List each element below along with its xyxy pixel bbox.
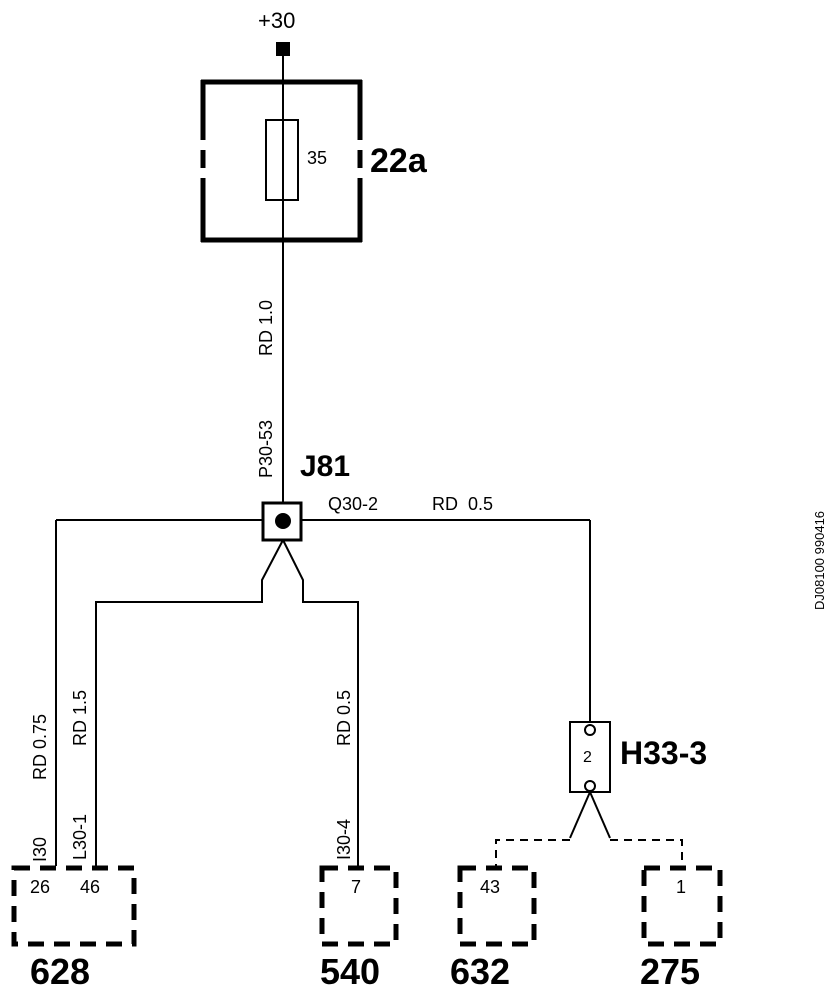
splice-pin-top bbox=[584, 724, 596, 736]
left-outer-code: I30 bbox=[30, 837, 50, 862]
main-wire-color: RD 1.0 bbox=[256, 300, 276, 356]
connector-540-id: 540 bbox=[320, 951, 380, 992]
connector-275-id: 275 bbox=[640, 951, 700, 992]
splice-id: H33-3 bbox=[620, 735, 707, 771]
left-inner-code: L30-1 bbox=[70, 814, 90, 860]
connector-628-id: 628 bbox=[30, 951, 90, 992]
connector-628-pin-2: 46 bbox=[80, 877, 100, 897]
doc-reference: DJ08100 990416 bbox=[812, 511, 827, 610]
fuse-box bbox=[200, 79, 363, 243]
right-branch-color: RD 0.5 bbox=[432, 494, 493, 514]
splice-out-right bbox=[610, 839, 683, 866]
connector-632: 43 632 bbox=[450, 865, 537, 992]
left-inner-wire bbox=[95, 539, 284, 866]
connector-628: 26 46 628 bbox=[11, 865, 137, 992]
middle-code: I30-4 bbox=[334, 819, 354, 860]
middle-color: RD 0.5 bbox=[334, 690, 354, 746]
connector-628-pin-1: 26 bbox=[30, 877, 50, 897]
left-inner-color: RD 1.5 bbox=[70, 690, 90, 746]
junction-id: J81 bbox=[300, 450, 350, 483]
connector-632-id: 632 bbox=[450, 951, 510, 992]
fuse-box-id: 22a bbox=[370, 142, 428, 180]
splice-pin-bottom bbox=[584, 780, 596, 792]
left-outer-color: RD 0.75 bbox=[30, 714, 50, 780]
connector-275: 1 275 bbox=[640, 865, 723, 992]
right-branch-code: Q30-2 bbox=[328, 494, 378, 514]
splice-out-left bbox=[495, 839, 570, 866]
middle-wire bbox=[282, 539, 359, 866]
supply-terminal bbox=[276, 42, 290, 56]
connector-540-pin: 7 bbox=[351, 877, 361, 897]
main-wire-code: P30-53 bbox=[256, 420, 276, 478]
junction-node bbox=[275, 513, 291, 529]
splice-pin: 2 bbox=[583, 749, 592, 766]
connector-275-pin: 1 bbox=[676, 877, 686, 897]
fuse-rating: 35 bbox=[307, 148, 327, 168]
connector-540: 7 540 bbox=[319, 865, 399, 992]
connector-632-pin: 43 bbox=[480, 877, 500, 897]
supply-label: +30 bbox=[258, 8, 295, 33]
